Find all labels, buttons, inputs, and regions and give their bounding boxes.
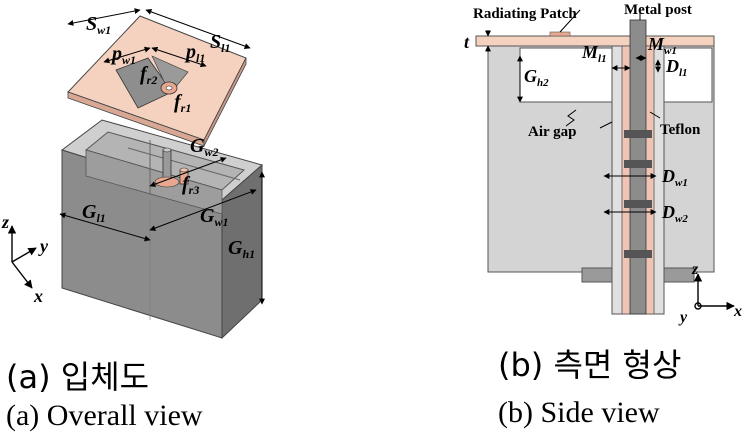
label-ml1: Ml1 bbox=[581, 42, 607, 65]
caption-a-korean: (a) 입체도 bbox=[6, 358, 150, 396]
caption-a-english: (a) Overall view bbox=[6, 399, 203, 432]
axis-y-a: y bbox=[38, 236, 49, 256]
label-sl1: Sl1 bbox=[210, 31, 230, 55]
label-gw1: Gw1 bbox=[200, 205, 228, 229]
axis-z-b: z bbox=[691, 261, 699, 278]
axis-z-a: z bbox=[1, 212, 9, 232]
axes-a bbox=[7, 225, 37, 289]
axis-y-b: y bbox=[678, 309, 688, 326]
label-fr3: fr3 bbox=[182, 173, 199, 197]
label-air-gap: Air gap bbox=[528, 124, 576, 140]
caption-b-korean: (b) 측면 형상 bbox=[498, 346, 682, 384]
label-dw2: Dw2 bbox=[661, 202, 688, 225]
panel-b-side-view: Radiating Patch Metal post t Ml1 Mw1 Dl1… bbox=[464, 2, 742, 326]
label-fr2: fr2 bbox=[140, 63, 157, 87]
dimension-lines-a bbox=[59, 8, 265, 305]
label-pl1: pl1 bbox=[184, 41, 205, 65]
dimension-lines-b bbox=[485, 9, 661, 215]
disk-1 bbox=[624, 130, 652, 138]
label-gh1: Gh1 bbox=[228, 237, 255, 261]
label-gl1: Gl1 bbox=[82, 201, 106, 225]
label-gw2: Gw2 bbox=[190, 135, 218, 159]
axis-x-a: x bbox=[33, 286, 43, 306]
disk-3 bbox=[624, 200, 652, 208]
axis-x-b: x bbox=[733, 303, 742, 320]
label-t: t bbox=[464, 32, 470, 52]
label-radiating-patch: Radiating Patch bbox=[473, 6, 577, 22]
panel-a-overall-view: Sw1 Sl1 pw1 pl1 fr2 fr1 Gw2 fr3 Gl1 Gw1 … bbox=[1, 8, 265, 340]
cavity-box bbox=[60, 119, 264, 340]
label-sw1: Sw1 bbox=[86, 13, 111, 37]
axes-b bbox=[693, 273, 735, 311]
patch-layer bbox=[475, 35, 715, 47]
label-dl1: Dl1 bbox=[665, 56, 688, 79]
disk-2 bbox=[624, 160, 652, 168]
label-metal-post: Metal post bbox=[624, 2, 692, 18]
disk-4 bbox=[624, 250, 652, 258]
caption-b-english: (b) Side view bbox=[498, 396, 660, 429]
label-pw1: pw1 bbox=[110, 43, 136, 67]
label-fr1: fr1 bbox=[174, 91, 191, 115]
label-gh2: Gh2 bbox=[524, 66, 549, 89]
label-teflon: Teflon bbox=[660, 122, 701, 138]
label-mw1: Mw1 bbox=[647, 34, 677, 57]
label-dw1: Dw1 bbox=[661, 166, 688, 189]
